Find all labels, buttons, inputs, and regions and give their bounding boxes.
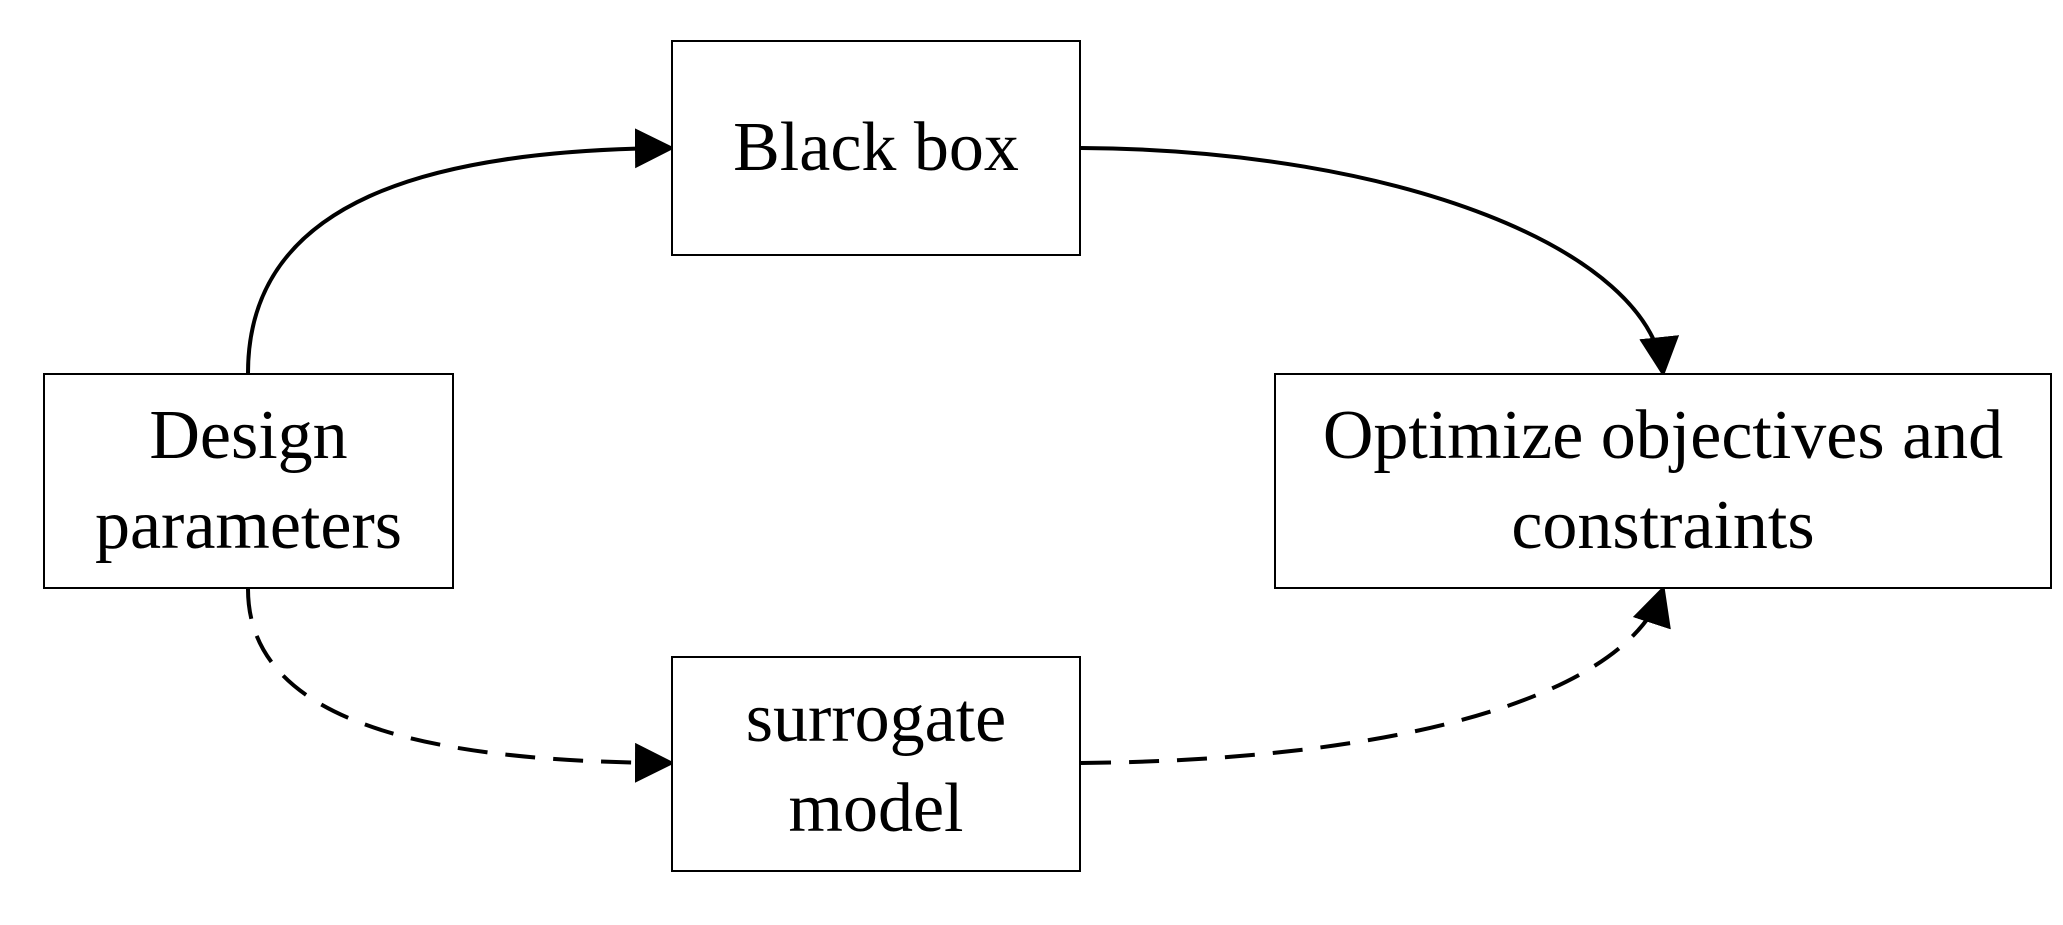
- node-design-line-1: Design: [149, 397, 348, 474]
- node-surrogate-model: surrogate model: [671, 656, 1081, 872]
- node-black-box: Black box: [671, 40, 1081, 256]
- node-optimize-line-1: Optimize objectives and: [1322, 397, 2004, 474]
- node-design-line-2: parameters: [94, 487, 403, 564]
- node-black-box-line-1: Black box: [733, 109, 1019, 186]
- edge-surrogate-to-optimize: [1080, 585, 1671, 765]
- node-surrogate-line-1: surrogate: [745, 680, 1007, 757]
- edge-design-to-blackbox: [246, 128, 675, 374]
- edge-blackbox-to-optimize: [1080, 146, 1680, 377]
- node-optimize-objectives: Optimize objectives and constraints: [1274, 373, 2052, 589]
- node-optimize-line-2: constraints: [1511, 487, 1815, 564]
- node-design-parameters: Design parameters: [43, 373, 454, 589]
- edge-design-to-surrogate: [246, 588, 675, 783]
- node-surrogate-line-2: model: [788, 770, 964, 847]
